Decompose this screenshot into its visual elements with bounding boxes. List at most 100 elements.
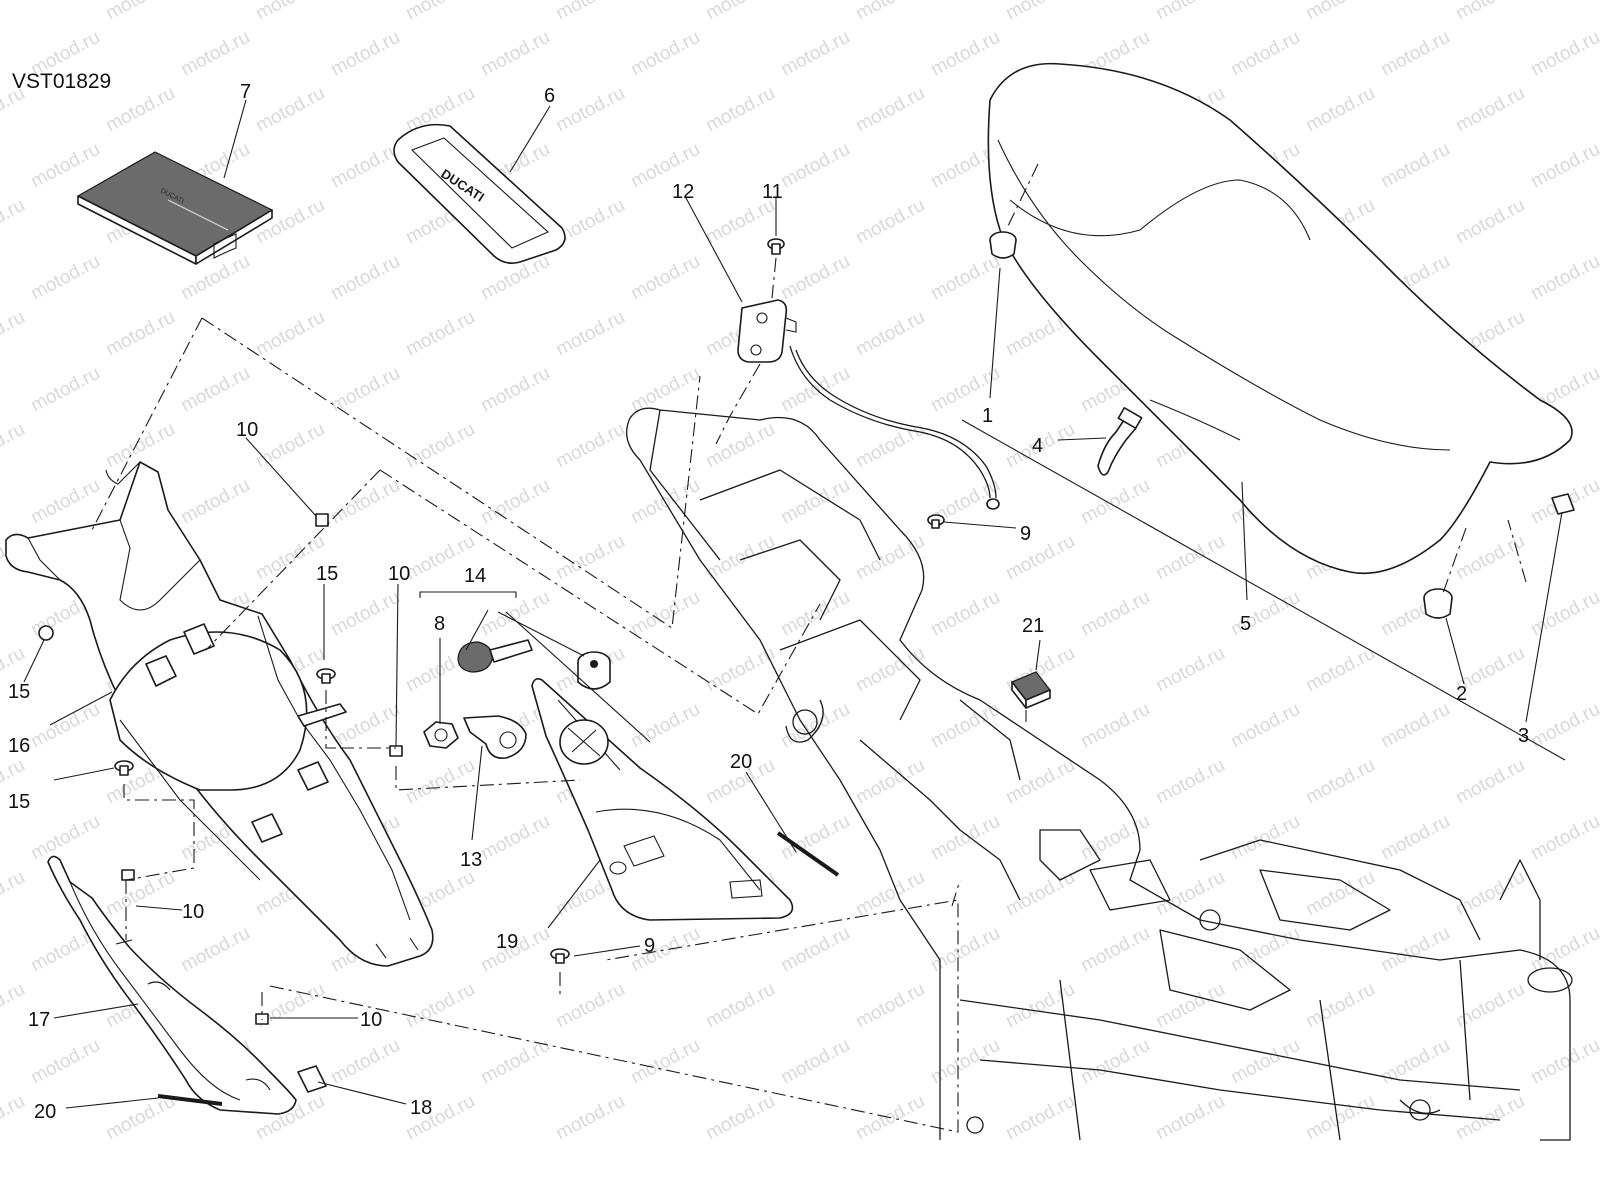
screw-15-mid bbox=[114, 760, 134, 776]
label-15-c: 15 bbox=[8, 791, 30, 813]
watermark-text: motod.ru bbox=[777, 811, 853, 865]
watermark-text: motod.ru bbox=[177, 475, 253, 529]
watermark-text: motod.ru bbox=[852, 195, 928, 249]
watermark-text: motod.ru bbox=[1377, 699, 1453, 753]
watermark-text: motod.ru bbox=[1527, 251, 1600, 305]
label-1: 1 bbox=[982, 405, 993, 427]
right-side-panel bbox=[531, 678, 794, 921]
leader-lines bbox=[23, 99, 1563, 1109]
label-6: 6 bbox=[544, 85, 555, 107]
watermark-text: motod.ru bbox=[402, 755, 478, 809]
watermark-text: motod.ru bbox=[0, 0, 29, 24]
seat-hook bbox=[1097, 407, 1143, 476]
part-number-labels: 7 6 12 11 1 4 5 2 3 9 21 10 15 10 14 8 1… bbox=[8, 81, 1529, 1123]
watermark-text: motod.ru bbox=[1227, 699, 1303, 753]
watermark-text: motod.ru bbox=[1152, 1091, 1228, 1145]
watermark-text: motod.ru bbox=[777, 1035, 853, 1089]
watermark-text: motod.ru bbox=[1302, 83, 1378, 137]
watermark-text: motod.ru bbox=[1452, 531, 1528, 585]
watermark-text: motod.ru bbox=[1527, 139, 1600, 193]
rear-subframe bbox=[626, 407, 1573, 1141]
watermark-text: motod.ru bbox=[0, 979, 29, 1033]
watermark-text: motod.ru bbox=[1152, 979, 1228, 1033]
watermark-text: motod.ru bbox=[27, 475, 103, 529]
watermark-text: motod.ru bbox=[327, 139, 403, 193]
watermark-text: motod.ru bbox=[0, 419, 29, 473]
rubber-grommet-front bbox=[989, 231, 1017, 259]
watermark-text: motod.ru bbox=[1377, 811, 1453, 865]
watermark-text: motod.ru bbox=[1377, 27, 1453, 81]
watermark-text: motod.ru bbox=[1077, 587, 1153, 641]
label-14: 14 bbox=[464, 565, 486, 587]
watermark-text: motod.ru bbox=[552, 531, 628, 585]
label-13: 13 bbox=[460, 849, 482, 871]
watermark-text: motod.ru bbox=[477, 363, 553, 417]
watermark-text: motod.ru bbox=[1302, 979, 1378, 1033]
label-20-top: 20 bbox=[730, 751, 752, 773]
watermark-text: motod.ru bbox=[1527, 27, 1600, 81]
watermark-text: motod.ru bbox=[102, 307, 178, 361]
watermark-text: motod.ru bbox=[252, 419, 328, 473]
watermark-text: motod.ru bbox=[1152, 531, 1228, 585]
label-19: 19 bbox=[496, 931, 518, 953]
watermark-text: motod.ru bbox=[702, 1091, 778, 1145]
watermark-text: motod.ru bbox=[552, 307, 628, 361]
watermark-text: motod.ru bbox=[477, 811, 553, 865]
watermark-text: motod.ru bbox=[552, 83, 628, 137]
watermark-text: motod.ru bbox=[402, 307, 478, 361]
watermark-text: motod.ru bbox=[1227, 1035, 1303, 1089]
label-10-b: 10 bbox=[388, 563, 410, 585]
watermark-text: motod.ru bbox=[1152, 0, 1228, 24]
watermark-text: motod.ru bbox=[777, 139, 853, 193]
label-3: 3 bbox=[1518, 725, 1529, 747]
watermark-text: motod.ru bbox=[702, 419, 778, 473]
watermark-text: motod.ru bbox=[27, 251, 103, 305]
watermark-text: motod.ru bbox=[27, 139, 103, 193]
rubber-grommet-rear bbox=[1423, 588, 1453, 619]
watermark-text: motod.ru bbox=[1002, 531, 1078, 585]
watermark-text: motod.ru bbox=[1377, 139, 1453, 193]
watermark-text: motod.ru bbox=[1077, 923, 1153, 977]
watermark-text: motod.ru bbox=[0, 307, 29, 361]
watermark-text: motod.ru bbox=[1302, 755, 1378, 809]
watermark-text: motod.ru bbox=[177, 923, 253, 977]
watermark-text: motod.ru bbox=[552, 979, 628, 1033]
watermark-text: motod.ru bbox=[627, 251, 703, 305]
watermark-text: motod.ru bbox=[402, 0, 478, 24]
lock-cylinder bbox=[577, 651, 611, 690]
watermark-text: motod.ru bbox=[0, 1091, 29, 1145]
watermark-text: motod.ru bbox=[777, 923, 853, 977]
watermark-text: motod.ru bbox=[777, 363, 853, 417]
watermark-text: motod.ru bbox=[177, 363, 253, 417]
watermark-text: motod.ru bbox=[1002, 979, 1078, 1033]
bracket-part-13 bbox=[297, 703, 347, 727]
watermark-text: motod.ru bbox=[852, 979, 928, 1033]
label-4: 4 bbox=[1032, 435, 1043, 457]
key-set-bracket bbox=[419, 591, 517, 598]
assembly-lines bbox=[91, 163, 1527, 1133]
watermark-text: motod.ru bbox=[777, 475, 853, 529]
watermark-text: motod.ru bbox=[852, 307, 928, 361]
watermark-text: motod.ru bbox=[927, 923, 1003, 977]
watermark-text: motod.ru bbox=[1302, 0, 1378, 24]
watermark-text: motod.ru bbox=[777, 587, 853, 641]
watermark-text: motod.ru bbox=[1077, 811, 1153, 865]
lower-side-fairing bbox=[47, 855, 297, 1115]
watermark-text: motod.ru bbox=[327, 475, 403, 529]
watermark-text: motod.ru bbox=[702, 83, 778, 137]
watermark-text: motod.ru bbox=[1152, 643, 1228, 697]
label-12: 12 bbox=[672, 181, 694, 203]
watermark-text: motod.ru bbox=[1002, 755, 1078, 809]
label-15-a: 15 bbox=[316, 563, 338, 585]
label-7: 7 bbox=[240, 81, 251, 103]
watermark-text: motod.ru bbox=[252, 307, 328, 361]
label-9-bottom: 9 bbox=[644, 935, 655, 957]
seat bbox=[987, 62, 1573, 575]
watermark-text: motod.ru bbox=[702, 531, 778, 585]
watermark-text: motod.ru bbox=[852, 755, 928, 809]
watermark-text: motod.ru bbox=[327, 251, 403, 305]
watermark-text: motod.ru bbox=[1002, 867, 1078, 921]
label-17: 17 bbox=[28, 1009, 50, 1031]
seat-pad bbox=[1551, 493, 1575, 515]
label-10-d: 10 bbox=[360, 1009, 382, 1031]
